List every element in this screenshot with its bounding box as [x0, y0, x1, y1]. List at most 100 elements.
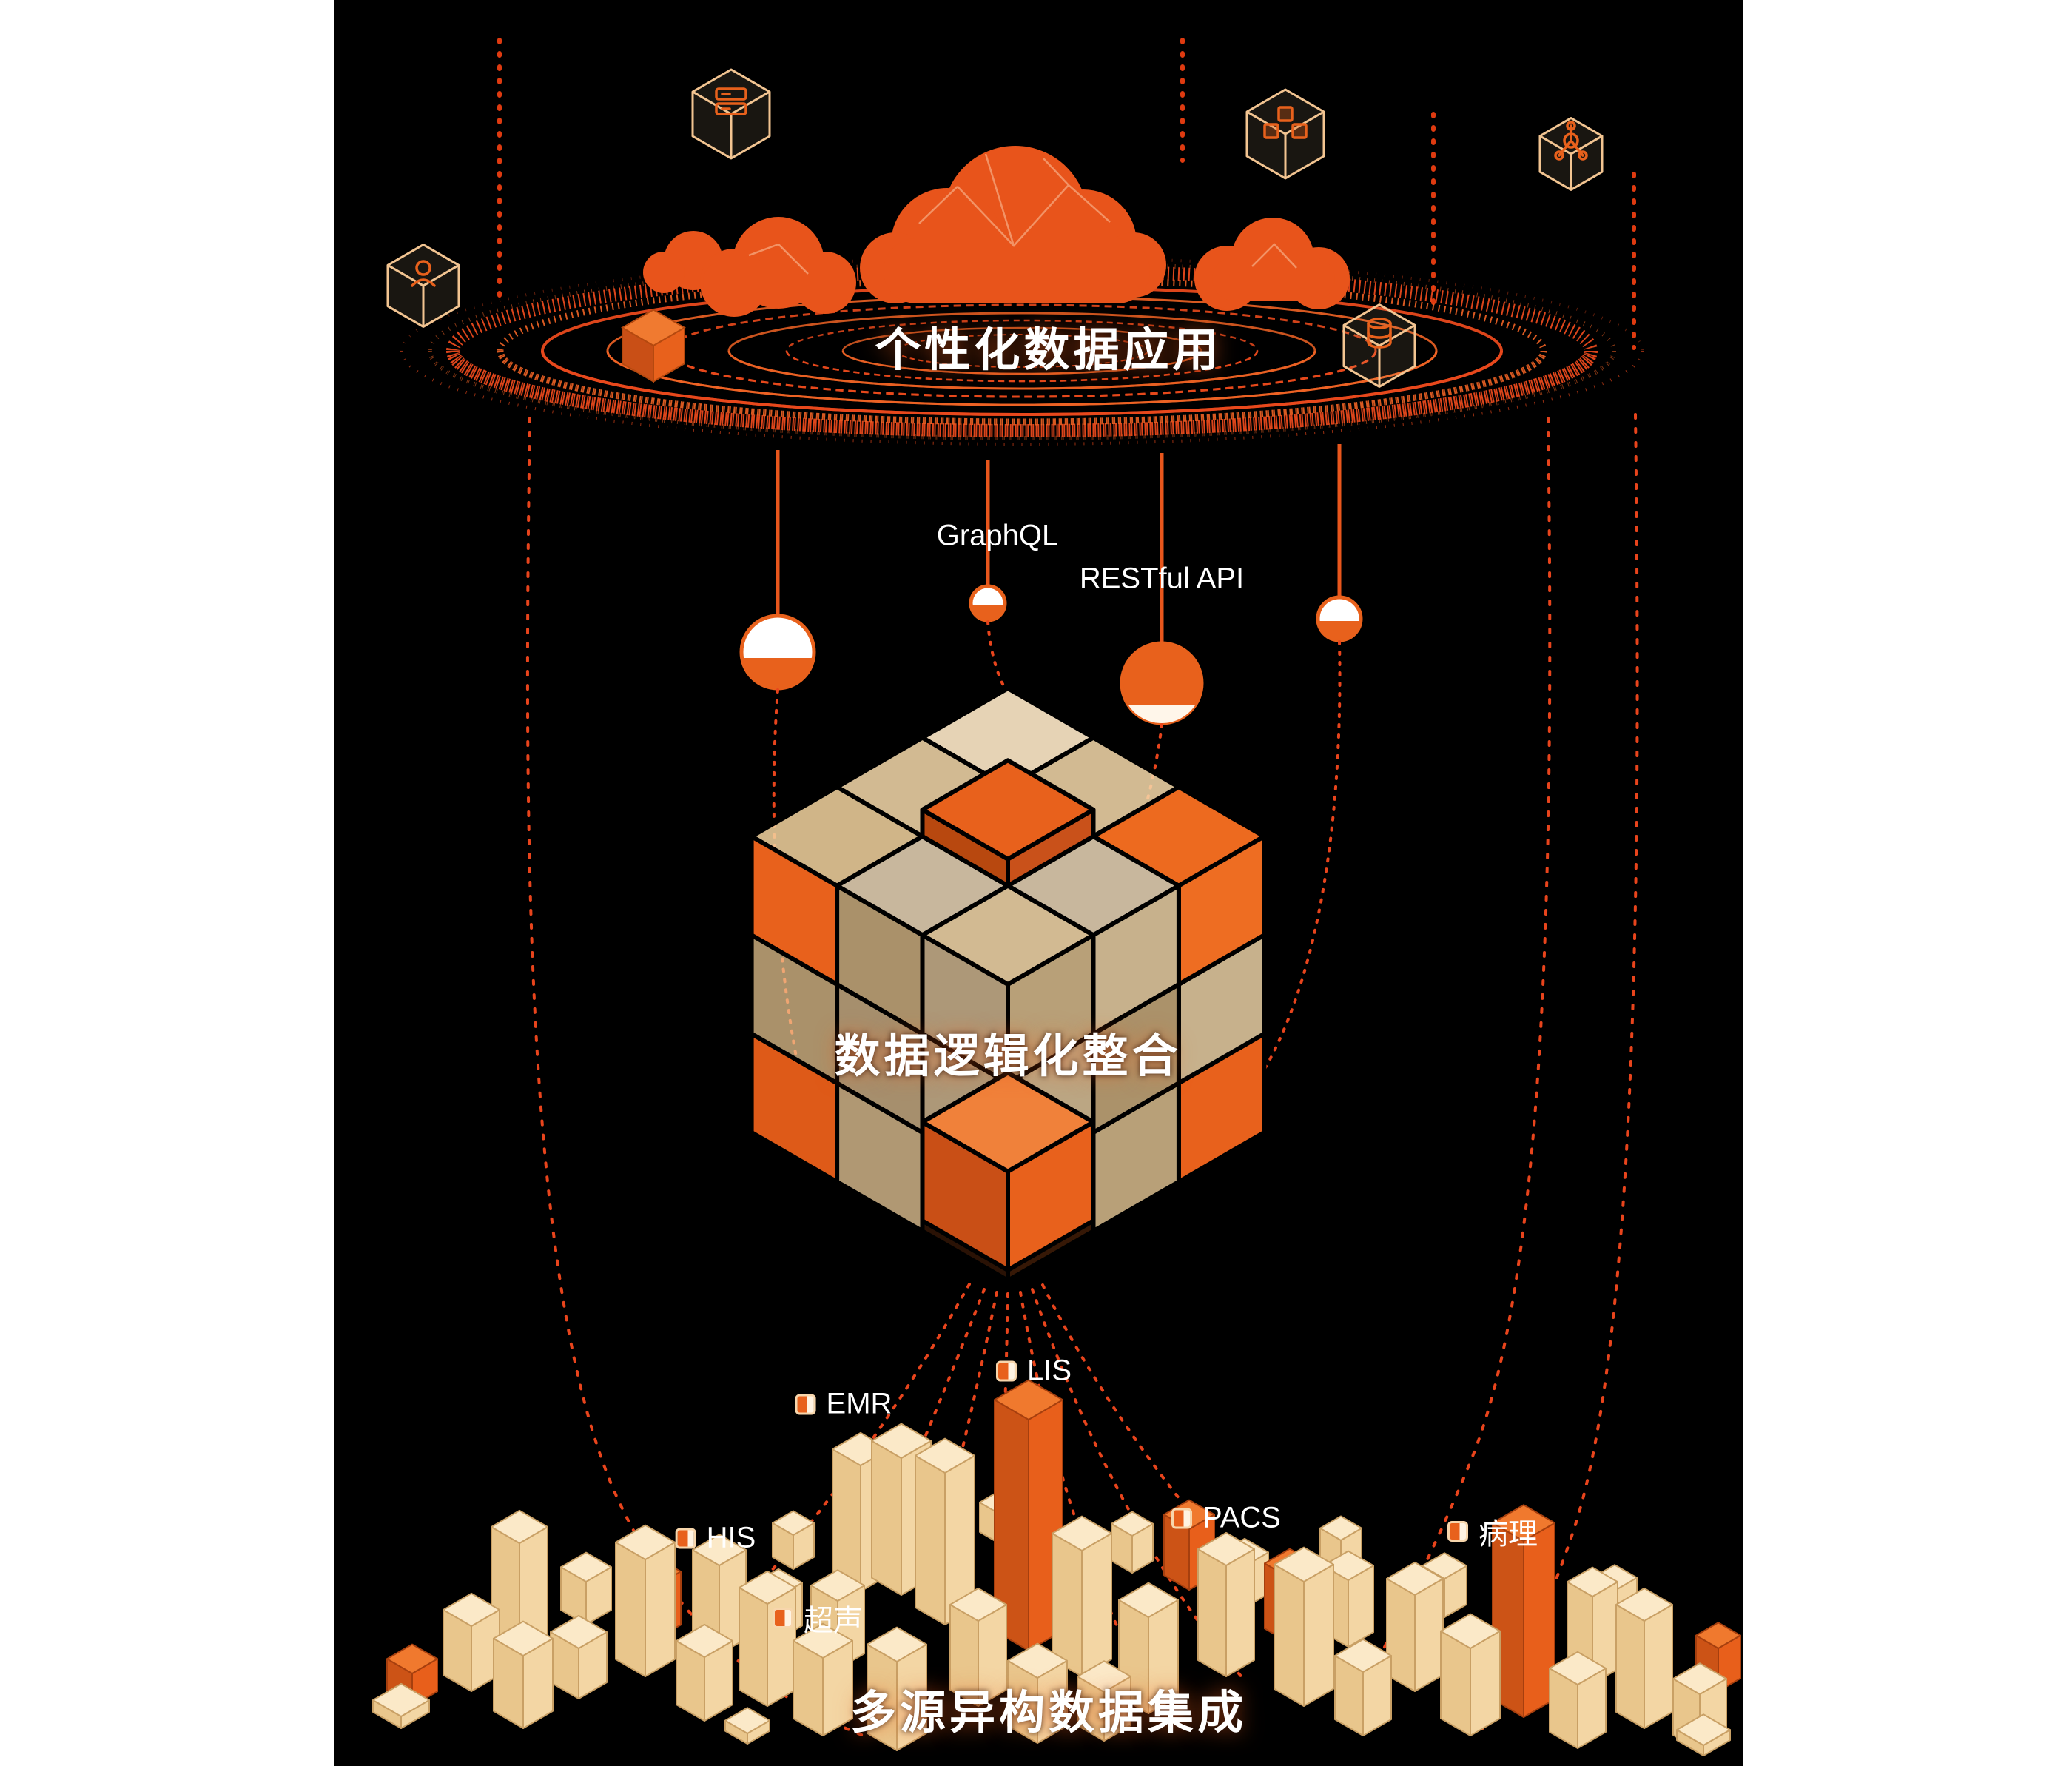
user-icon	[415, 260, 431, 276]
city-bar	[676, 1623, 733, 1658]
city-bar	[867, 1626, 927, 1662]
city-bar	[1225, 1548, 1255, 1677]
cube-edges	[387, 263, 460, 327]
top-layer-title: 个性化数据应用	[875, 325, 1222, 376]
orbit-ring	[428, 350, 1616, 440]
middle-layer-title: 数据逻辑化整合	[834, 1031, 1182, 1082]
orbit-ring	[667, 303, 1377, 398]
source-label-his: HIS	[675, 1522, 756, 1555]
city-bar	[443, 1592, 500, 1627]
blocks-icon	[1277, 106, 1294, 122]
city-bar	[1615, 1587, 1673, 1622]
api-connectors	[739, 444, 1363, 1094]
city-bar	[739, 1570, 796, 1605]
connector-ball-cap	[1318, 621, 1361, 640]
cloud-base	[1212, 258, 1335, 301]
molecule-icon	[1554, 150, 1564, 161]
city-bar	[793, 1622, 853, 1659]
icon-cube-blocks	[1245, 88, 1325, 180]
city-bar	[1644, 1604, 1673, 1729]
molecule-icon	[1578, 150, 1588, 161]
orbit-ring	[428, 261, 1616, 440]
source-marker-icon	[1171, 1508, 1193, 1528]
orbit-ring	[400, 256, 1644, 446]
user-icon	[411, 278, 436, 287]
bottom-layer-title: 多源异构数据集成	[850, 1688, 1248, 1739]
orbit-ring	[497, 276, 1547, 426]
data-cube	[749, 686, 1267, 1283]
orbit-ring	[727, 350, 1316, 390]
city-bar	[1549, 1651, 1607, 1685]
city-bar	[915, 1437, 975, 1474]
molecule-icon	[1570, 139, 1584, 157]
connector-ball-cap	[741, 658, 814, 688]
cube-edges	[1539, 135, 1603, 190]
city-bar	[1081, 1532, 1112, 1677]
orbit-ring	[541, 350, 1503, 416]
orbit-ring	[895, 350, 1148, 368]
restful-api-label: RESTful API	[1079, 562, 1245, 595]
city-bar	[1274, 1546, 1334, 1582]
orbit-ring	[446, 264, 1598, 437]
source-label-text: EMR	[826, 1387, 892, 1420]
source-label-pathology: 病理	[1447, 1510, 1538, 1553]
cloud-cluster	[643, 146, 1350, 317]
orbit-ring	[497, 350, 1547, 426]
city-bar	[1111, 1511, 1154, 1537]
city-bar	[1274, 1563, 1305, 1707]
source-label-text: PACS	[1202, 1501, 1281, 1534]
city-bar	[372, 1682, 430, 1717]
cloud-facet-lines	[748, 153, 1297, 275]
city-bar	[692, 1534, 747, 1566]
orbit-ring	[667, 350, 1377, 398]
city-bar	[1319, 1515, 1362, 1541]
city-bar	[810, 1569, 865, 1602]
icon-cube-user	[386, 244, 460, 328]
cloud-base	[884, 238, 1150, 303]
city-bar	[1440, 1630, 1471, 1736]
city-bar	[772, 1510, 815, 1536]
cube-edges	[1246, 110, 1325, 179]
graphql-label: GraphQL	[936, 519, 1059, 552]
city-bar	[1197, 1548, 1227, 1677]
source-marker-icon	[795, 1394, 816, 1414]
orbit-ring	[446, 350, 1598, 437]
city-bar	[724, 1707, 770, 1734]
cube-tile	[920, 1070, 1096, 1174]
city-bar	[1414, 1578, 1444, 1692]
source-marker-icon	[675, 1528, 696, 1548]
source-label-ultrasound: 超声	[773, 1597, 863, 1639]
data-source-city	[372, 1379, 1741, 1756]
icon-cube-database	[1342, 303, 1416, 388]
city-bar	[550, 1614, 608, 1649]
icon-cube-server	[691, 68, 771, 160]
orbit-ring	[785, 350, 1259, 383]
city-bar	[949, 1587, 1007, 1622]
source-marker-icon	[995, 1360, 1017, 1381]
orbit-ring	[841, 350, 1202, 375]
city-bar	[1567, 1566, 1618, 1597]
source-label-text: 病理	[1479, 1518, 1538, 1551]
cube-icon	[622, 326, 654, 383]
cloud-puff	[643, 252, 684, 293]
source-label-emr: EMR	[795, 1387, 892, 1421]
icon-cube-solid	[621, 309, 686, 383]
city-bar	[386, 1643, 438, 1674]
city-bar	[1695, 1622, 1741, 1649]
cube-tile	[920, 933, 1010, 1086]
source-label-lis: LIS	[995, 1354, 1072, 1388]
city-bar	[1303, 1563, 1334, 1707]
connector-ball-cap	[971, 605, 1005, 621]
server-icon	[715, 102, 747, 115]
cube-edges	[1343, 323, 1416, 387]
city-bar	[615, 1541, 646, 1677]
source-label-text: LIS	[1026, 1354, 1072, 1387]
artboard: 个性化数据应用 GraphQL RESTful API 数据逻辑化整合 LIS …	[334, 0, 1743, 1766]
city-bar	[615, 1524, 676, 1560]
cube-tile	[920, 758, 1096, 862]
city-bar	[1052, 1515, 1112, 1551]
diagram-art	[372, 38, 1741, 1756]
blocks-icon	[1291, 123, 1308, 139]
city-bar	[871, 1440, 902, 1596]
floating-icon-cubes	[386, 68, 1604, 388]
